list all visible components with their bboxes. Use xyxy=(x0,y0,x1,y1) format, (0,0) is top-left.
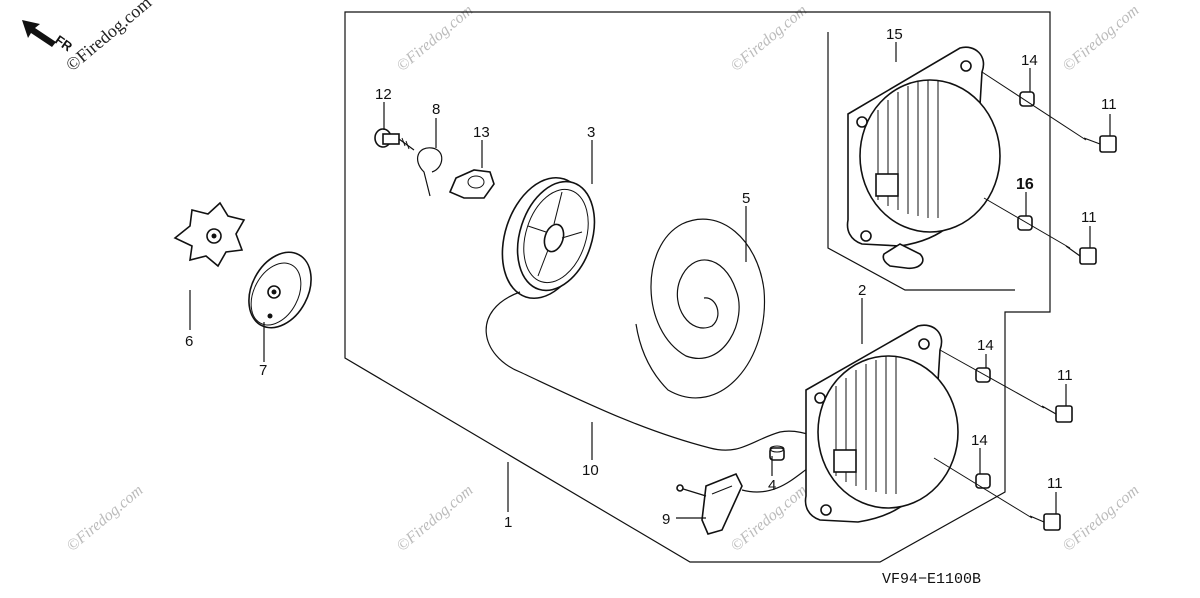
watermark: ©Firedog.com xyxy=(1060,2,1143,75)
part-11-bolts xyxy=(1029,135,1117,531)
part-7-friction-plate xyxy=(248,251,312,329)
part-15-starter-case xyxy=(846,46,1001,270)
part-2-starter-case xyxy=(804,324,959,523)
callout-11: 11 xyxy=(1081,209,1097,226)
front-direction-arrow-icon: FR xyxy=(22,20,76,55)
callout-11: 11 xyxy=(1047,475,1063,492)
callout-14: 14 xyxy=(1021,52,1038,69)
part-8-clip xyxy=(416,147,443,197)
watermark: ©Firedog.com xyxy=(1060,482,1143,555)
part-12-screw xyxy=(374,128,415,151)
part-10-starter-rope xyxy=(485,291,839,453)
callout-9: 9 xyxy=(662,511,670,528)
watermark-top-left: ©Firedog.com xyxy=(62,0,155,75)
callout-1: 1 xyxy=(504,514,512,531)
callout-7: 7 xyxy=(259,362,267,379)
callouts: 1 2 3 4 5 6 7 8 9 10 11 11 11 11 12 13 1… xyxy=(185,26,1117,531)
callout-10: 10 xyxy=(582,462,599,479)
part-13-ratchet-guide xyxy=(448,169,495,199)
leader-lines xyxy=(189,42,1111,519)
callout-16: 16 xyxy=(1016,176,1034,193)
callout-11: 11 xyxy=(1101,96,1117,113)
callout-5: 5 xyxy=(742,190,750,207)
watermark: ©Firedog.com xyxy=(728,2,811,75)
part-6-ratchet xyxy=(173,201,246,268)
callout-6: 6 xyxy=(185,333,193,350)
callout-4: 4 xyxy=(768,477,776,494)
callout-11: 11 xyxy=(1057,367,1073,384)
callout-13: 13 xyxy=(473,124,490,141)
watermark: ©Firedog.com xyxy=(64,482,147,555)
assembly-outline xyxy=(344,11,1051,563)
callout-3: 3 xyxy=(587,124,595,141)
callout-8: 8 xyxy=(432,101,440,118)
subassembly-outline xyxy=(827,32,1015,291)
callout-15: 15 xyxy=(886,26,903,43)
part-4-pin xyxy=(769,445,785,461)
callout-14: 14 xyxy=(971,432,988,449)
watermark: ©Firedog.com xyxy=(394,482,477,555)
watermark: ©Firedog.com xyxy=(394,2,477,75)
callout-14: 14 xyxy=(977,337,994,354)
part-5-recoil-spring xyxy=(635,218,766,399)
diagram-code: VF94−E1100B xyxy=(882,571,981,588)
callout-2: 2 xyxy=(858,282,866,299)
part-3-reel-pulley xyxy=(501,176,596,300)
callout-12: 12 xyxy=(375,86,392,103)
